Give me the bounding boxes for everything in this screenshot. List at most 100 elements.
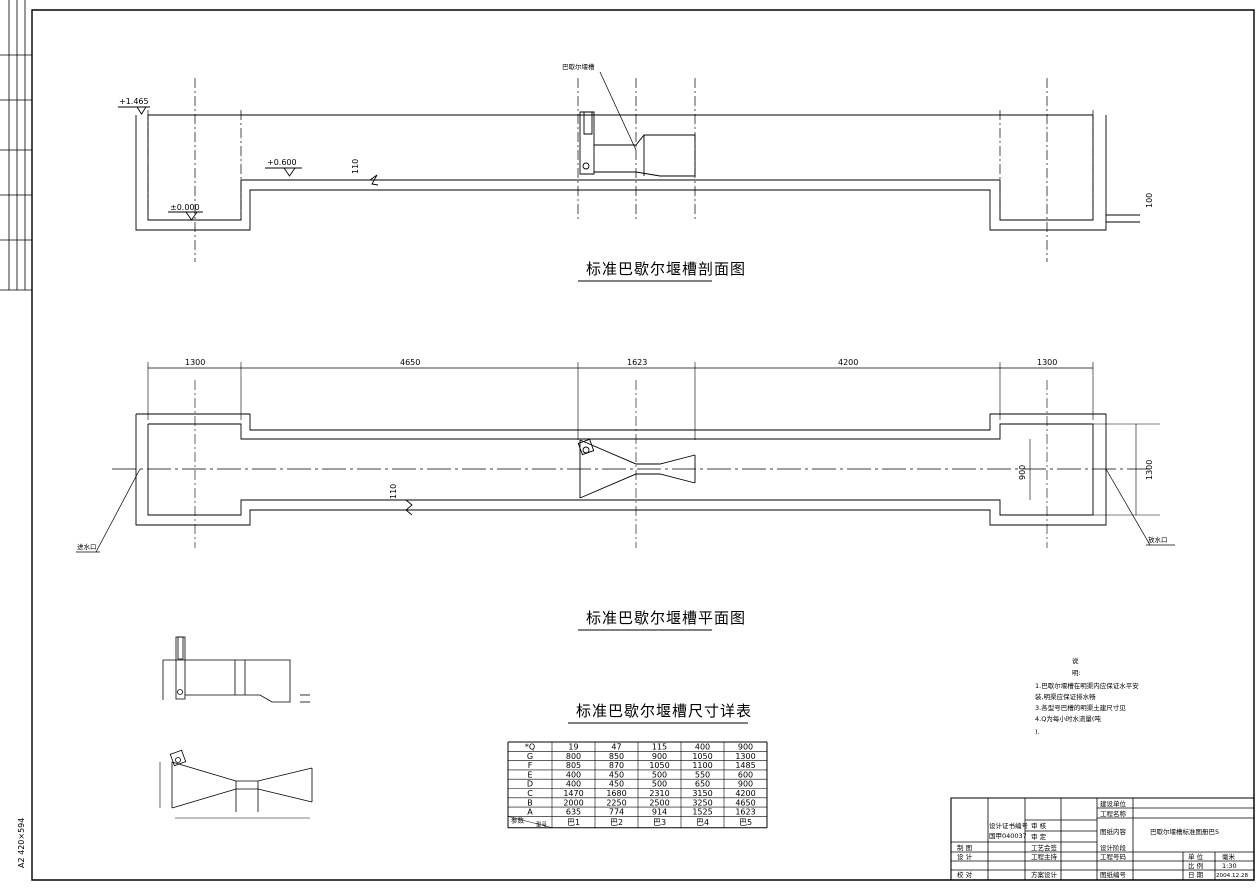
dim-3: 1623 [627,358,647,367]
dim-2: 4650 [400,358,420,367]
level-mid: +0.600 [267,158,297,167]
table-value-cell: 2250 [606,798,626,807]
table-value-cell: 1485 [735,761,755,770]
table-value-cell: 600 [738,770,753,779]
table-value-cell: 450 [609,780,624,789]
tb-project-no: 工程号码 [1100,852,1127,861]
table-model-cell: 巴4 [696,818,709,827]
table-footer-param: 参数 [511,815,525,824]
tb-date: 日 期 [1188,871,1204,879]
elevation-view [118,72,1140,262]
tb-unit: 单 位 [1188,852,1204,861]
table-value-cell: 2310 [649,789,669,798]
dim-4: 4200 [838,358,858,367]
table-value-cell: 1680 [606,789,626,798]
plan-title: 标准巴歇尔堰槽平面图 [586,609,746,627]
table-value-cell: 4650 [735,798,755,807]
table-param-cell: B [527,798,533,807]
table-value-cell: 800 [566,752,581,761]
table-value-cell: 450 [609,770,624,779]
outlet-label: 放水口 [1148,535,1168,544]
table-param-cell: C [527,789,533,798]
table-value-cell: 400 [695,743,710,752]
table-value-cell: 914 [652,808,667,817]
level-zero: ±0.000 [170,203,200,212]
tb-scheme: 方案设计 [1031,870,1058,879]
table-value-cell: 900 [738,780,753,789]
title-block-text: 建设单位 工程名称 图纸内容 巴歇尔堰槽标准图册巴5 设计证书编号 国甲0400… [957,799,1248,879]
tb-cert-no: 国甲040037 [989,832,1027,840]
notes-heading-1: 说 [1072,656,1079,665]
tb-construction-unit: 建设单位 [1100,799,1127,808]
tb-scale-val: 1:30 [1222,862,1237,870]
table-value-cell: 115 [652,743,667,752]
table-value-cell: 47 [611,743,621,752]
tb-approve: 审 定 [1031,832,1047,841]
table-value-cell: 635 [566,808,581,817]
flume-plan-detail [160,750,312,818]
sheet-border [32,10,1254,880]
dim-1300-plan: 1300 [1145,460,1154,480]
tb-drawing-content: 图纸内容 [1100,827,1127,836]
pipe-110-plan: 110 [389,484,398,499]
table-value-cell: 3150 [692,789,712,798]
plan-top-dimensions: 1300 4650 1623 4200 1300 [185,358,1057,367]
table-model-cell: 巴5 [739,818,752,827]
level-high: +1.465 [119,97,149,106]
note-line-2: 装,明渠应保证排水畅 [1035,692,1096,701]
inlet-label: 进水口 [77,542,97,551]
table-value-cell: 500 [652,770,667,779]
binding-strip [0,0,32,290]
table-value-cell: 550 [695,770,710,779]
table-title: 标准巴歇尔堰槽尺寸详表 [576,702,752,720]
table-value-cell: 4200 [735,789,755,798]
flume-side-detail [163,637,310,702]
tb-checker: 校 对 [957,870,973,879]
pipe-100-elev: 100 [1145,193,1154,208]
note-line-4: 4.Q为每小时水流量(吨 [1035,714,1101,723]
notes-heading-2: 明: [1072,669,1081,677]
table-value-cell: 1300 [735,752,755,761]
table-value-cell: 400 [566,780,581,789]
table-param-cell: F [528,761,533,770]
elevation-title: 标准巴歇尔堰槽剖面图 [586,260,746,278]
table-value-cell: 500 [652,780,667,789]
tb-scale: 比 例 [1188,861,1203,870]
tb-design-phase: 设计阶段 [1100,843,1127,852]
tb-drawer: 制 图 [957,843,972,852]
table-model-cell: 巴1 [567,818,580,827]
tb-date-val: 2004.12.28 [1216,873,1248,879]
table-model-cell: 巴2 [610,818,623,827]
table-value-cell: 805 [566,761,581,770]
table-param-cell: *Q [525,743,535,752]
tb-design-cert: 设计证书编号 [989,821,1029,830]
table-footer-model: 型号 [536,821,548,829]
title-block [951,798,1254,880]
table-param-cell: D [527,780,533,789]
tb-drawing-no: 图纸编号 [1100,870,1127,879]
table-value-cell: 1470 [563,789,583,798]
table-value-cell: 900 [652,752,667,761]
dim-900: 900 [1018,465,1027,480]
table-value-cell: 774 [609,808,624,817]
table-value-cell: 1623 [735,808,755,817]
plan-view [76,362,1175,552]
note-line-1: 1.巴歇尔堰槽在明渠内应保证水平安 [1035,681,1139,690]
table-value-cell: 1525 [692,808,712,817]
table-value-cell: 3250 [692,798,712,807]
table-value-cell: 1050 [649,761,669,770]
table-value-cell: 400 [566,770,581,779]
tb-drawing-name: 巴歇尔堰槽标准图册巴5 [1150,827,1219,836]
note-line-5: ). [1035,728,1040,736]
dim-5: 1300 [1037,358,1057,367]
table-param-cell: G [527,752,533,761]
tb-process: 工艺会签 [1031,843,1058,852]
table-value-cell: 870 [609,761,624,770]
table-model-cell: 巴3 [653,818,666,827]
note-line-3: 3.各型号巴槽的明渠土建尺寸见 [1035,703,1126,712]
tb-project-name: 工程名称 [1100,809,1127,818]
pipe-110-elev: 110 [351,159,360,174]
table-grid-line [508,816,552,827]
flume-label: 巴歇尔堰槽 [562,62,595,71]
